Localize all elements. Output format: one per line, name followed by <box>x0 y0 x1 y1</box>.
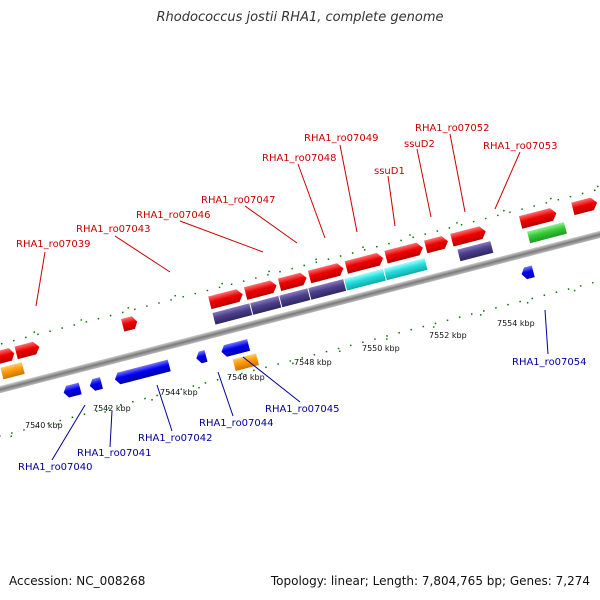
gene-label-ro07046[interactable]: RHA1_ro07046 <box>136 210 211 221</box>
gene-purple-ro07048[interactable] <box>279 288 311 308</box>
gene-label-ro07042[interactable]: RHA1_ro07042 <box>138 433 213 444</box>
bottom-leader-lines <box>51 309 549 461</box>
gene-red[interactable] <box>571 196 598 216</box>
gene-label-ro07039[interactable]: RHA1_ro07039 <box>16 239 91 250</box>
gene-red[interactable] <box>344 252 385 274</box>
lower-tick-guide <box>0 264 600 450</box>
gene-label-ssud1[interactable]: ssuD1 <box>374 166 405 177</box>
gene-green[interactable] <box>527 222 567 244</box>
gene-label-ro07047[interactable]: RHA1_ro07047 <box>201 195 276 206</box>
gene-label-ro07045[interactable]: RHA1_ro07045 <box>265 404 340 415</box>
gene-red[interactable] <box>450 225 487 247</box>
gene-purple-ro07053[interactable] <box>457 241 494 262</box>
gene-orange[interactable] <box>0 362 25 380</box>
gene-label-ro07043[interactable]: RHA1_ro07043 <box>76 224 151 235</box>
gene-orange-ro07045[interactable] <box>232 353 259 371</box>
gene-red[interactable] <box>0 347 16 364</box>
gene-label-ro07040[interactable]: RHA1_ro07040 <box>18 462 93 473</box>
gene-blue-ro07044[interactable] <box>195 350 208 364</box>
gene-cyan-ssud2[interactable] <box>383 258 428 281</box>
gene-blue-ro07054[interactable] <box>520 265 535 280</box>
gene-blue-ro07042[interactable] <box>113 359 171 386</box>
gene-label-ro07054[interactable]: RHA1_ro07054 <box>512 357 587 368</box>
gene-red[interactable] <box>244 279 278 300</box>
top-leader-lines <box>35 133 521 307</box>
scale-tick-label: 7542 kbp <box>93 404 131 413</box>
gene-label-ro07049[interactable]: RHA1_ro07049 <box>304 133 379 144</box>
gene-blue-ro07040[interactable] <box>62 382 82 399</box>
scale-tick-label: 7548 kbp <box>294 358 332 367</box>
scale-tick-label: 7552 kbp <box>429 331 467 340</box>
gene-red[interactable] <box>384 241 424 264</box>
genome-backbone <box>0 218 600 406</box>
gene-purple-ro07046[interactable] <box>212 303 253 325</box>
gene-purple-ro07049[interactable] <box>308 279 347 300</box>
gene-label-ro07052[interactable]: RHA1_ro07052 <box>415 123 490 134</box>
gene-red[interactable] <box>14 341 41 360</box>
gene-label-ssud2[interactable]: ssuD2 <box>404 139 435 150</box>
gene-red[interactable] <box>208 288 244 310</box>
gene-red[interactable] <box>424 235 450 254</box>
gene-blue-ro07041[interactable] <box>88 377 103 392</box>
gene-blue-ro07045[interactable] <box>220 339 251 358</box>
gene-label-ro07048[interactable]: RHA1_ro07048 <box>262 153 337 164</box>
scale-tick-label: 7546 kbp <box>227 373 265 382</box>
gene-red[interactable] <box>518 207 558 229</box>
scale-tick-label: 7550 kbp <box>362 344 400 353</box>
scale-tick-label: 7554 kbp <box>497 319 535 328</box>
gene-red-ro07043[interactable] <box>121 315 139 332</box>
scale-tick-label: 7540 kbp <box>25 421 63 430</box>
scale-tick-label: 7544 kbp <box>160 388 198 397</box>
gene-label-ro07053[interactable]: RHA1_ro07053 <box>483 141 558 152</box>
gene-label-ro07044[interactable]: RHA1_ro07044 <box>199 418 274 429</box>
accession-text: Accession: NC_008268 <box>9 574 146 588</box>
page-title: Rhodococcus jostii RHA1, complete genome <box>156 10 444 25</box>
gene-purple-ro07047[interactable] <box>250 295 282 315</box>
gene-red[interactable] <box>307 262 345 284</box>
topology-text: Topology: linear; Length: 7,804,765 bp; … <box>270 574 590 588</box>
upper-tick-guide <box>0 175 600 361</box>
gene-label-ro07041[interactable]: RHA1_ro07041 <box>77 448 152 459</box>
gene-cyan-ssud1[interactable] <box>344 268 386 291</box>
gene-red[interactable] <box>277 271 308 292</box>
